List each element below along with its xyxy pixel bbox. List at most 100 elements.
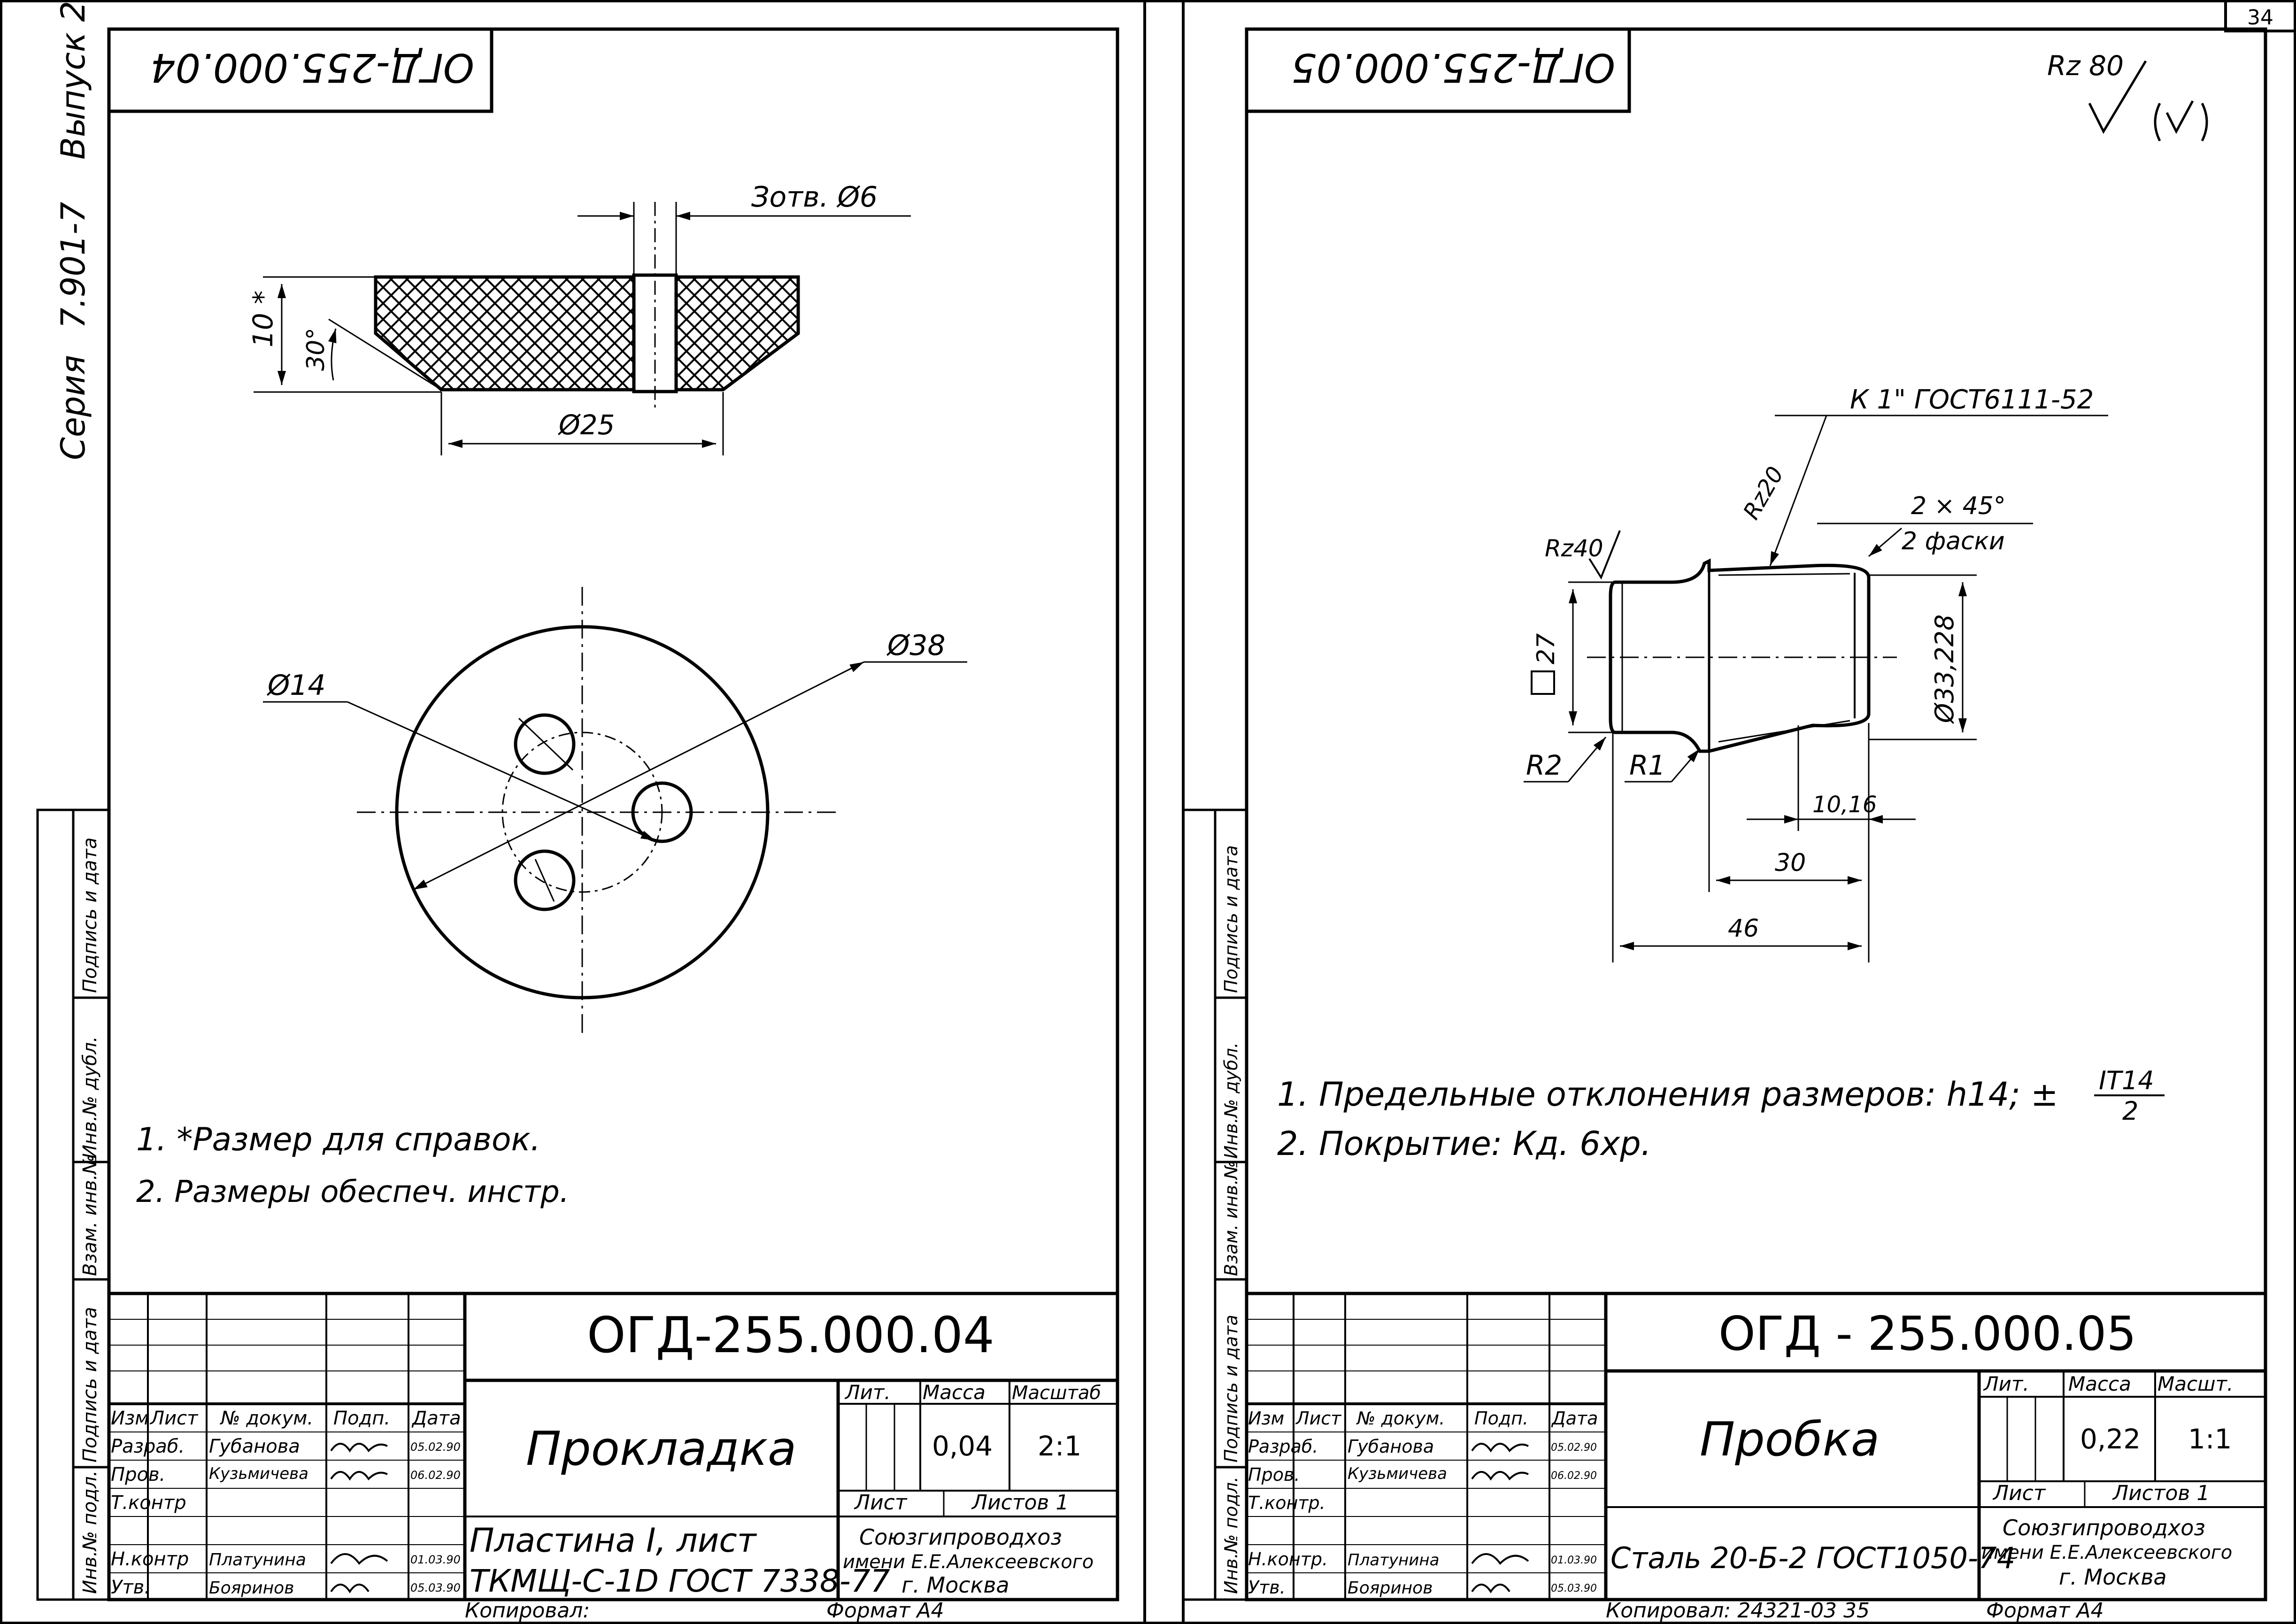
r1-label: R1	[1629, 749, 1665, 781]
stamp-n-nkontr: Платунина	[209, 1550, 306, 1570]
right-side-strip: Инв.№ подл. Подпись и дата Взам. инв.№ И…	[1182, 808, 1248, 1601]
height-dim-label: 10 *	[247, 291, 279, 347]
side-series-number: 7.901-7	[54, 202, 92, 329]
rz40-label: Rz40	[1545, 535, 1603, 562]
left-material-1: Пластина I, лист	[470, 1521, 757, 1560]
right-note-2: 2. Покрытие: Кд. 6хр.	[1277, 1124, 1651, 1163]
r2-label: R2	[1526, 749, 1562, 781]
left-scale-value: 2:1	[1038, 1430, 1081, 1462]
hole-dim-label: Зотв. Ø6	[751, 181, 878, 214]
stamp-h-list: Лист	[149, 1408, 199, 1429]
stamp-d-prov-r: 06.02.90	[1551, 1470, 1597, 1482]
left-side-strip: Серия 7.901-7 Выпуск 2 Инв.№ подл. Подпи…	[36, 1, 110, 1601]
right-rotated-code: ОГД-255.000.05	[1291, 45, 1615, 91]
left-lit-label: Лит.	[844, 1381, 891, 1404]
d25-dim-label: Ø25	[558, 409, 615, 441]
side-podp-data-2: Подпись и дата	[79, 838, 101, 993]
side-inv-dubl: Инв.№ дубл.	[79, 1036, 101, 1159]
stamp-n-utv-r: Бояринов	[1348, 1578, 1433, 1598]
stamp-r-razrab-r: Разраб.	[1248, 1436, 1318, 1457]
left-stamp-title: Прокладка	[526, 1421, 796, 1476]
right-stamp-code: ОГД - 255.000.05	[1718, 1306, 2136, 1361]
side-series: Серия	[54, 355, 92, 460]
l46-label: 46	[1728, 915, 1759, 943]
side-inv-podl: Инв.№ подл.	[79, 1470, 101, 1594]
square-icon	[1531, 670, 1555, 695]
stamp-r-utv-r: Утв.	[1248, 1577, 1286, 1598]
side-inv-dubl-r: Инв.№ дубл.	[1221, 1042, 1241, 1159]
page-number-box	[2224, 0, 2296, 32]
stamp-d-utv-r: 05.03.90	[1551, 1583, 1597, 1594]
left-rotated-code: ОГД-255.000.04	[150, 45, 474, 91]
left-org-2: имени Е.Е.Алексеевского	[843, 1551, 1094, 1573]
stamp-r-prov-r: Пров.	[1248, 1464, 1300, 1485]
stamp-d-utv: 05.03.90	[410, 1581, 461, 1594]
stamp-n-prov-r: Кузьмичева	[1348, 1464, 1447, 1483]
stamp-r-nkontr-r: Н.контр.	[1248, 1549, 1328, 1570]
page-number: 34	[2247, 6, 2273, 30]
chamfer-label-2: 2 фаски	[1902, 527, 2005, 555]
stamp-h-izm-r: Изм	[1248, 1408, 1284, 1429]
left-copied-label: Копировал:	[465, 1599, 590, 1623]
left-note-2: 2. Размеры обеспеч. инстр.	[136, 1175, 569, 1209]
side-issue: Выпуск 2	[54, 1, 92, 160]
stamp-r-nkontr: Н.контр	[111, 1548, 189, 1570]
stamp-h-doc: № докум.	[220, 1408, 313, 1429]
d38-dim-label: Ø38	[886, 629, 946, 662]
left-frame	[107, 27, 1119, 1601]
rz20-label: Rz20	[1738, 462, 1789, 524]
left-sheet-label: Лист	[854, 1491, 908, 1515]
left-scale-label: Масштаб	[1012, 1382, 1101, 1404]
stamp-n-prov: Кузьмичева	[209, 1464, 308, 1483]
stamp-n-utv: Бояринов	[209, 1578, 294, 1598]
right-copied-label: Копировал: 24321-03 35	[1606, 1599, 1870, 1623]
right-format-label: Формат А4	[1986, 1599, 2104, 1623]
side-podp-data: Подпись и дата	[79, 1307, 101, 1462]
left-org-3: г. Москва	[901, 1572, 1009, 1598]
chamfer-label-1: 2 × 45°	[1911, 492, 2006, 520]
plug-view: К 1" ГОСТ6111-52 Rz20 Rz40 2 × 45° 2 фас…	[1524, 385, 2108, 962]
right-note-frac-den: 2	[2122, 1096, 2138, 1126]
l30-label: 30	[1775, 849, 1806, 877]
side-vzam-r: Взам. инв.№	[1221, 1161, 1241, 1276]
angle-dim-label: 30°	[302, 328, 330, 371]
stamp-r-utv: Утв.	[111, 1577, 150, 1598]
side-vzam: Взам. инв.№	[79, 1155, 101, 1276]
right-mass-value: 0,22	[2080, 1423, 2141, 1455]
left-code-box	[107, 27, 493, 113]
gasket-plan-view: Ø14 Ø38	[263, 587, 967, 1033]
side-podp-data-r: Подпись и дата	[1221, 1315, 1241, 1462]
stamp-r-tkontr-r: Т.контр.	[1248, 1493, 1325, 1513]
right-mass-label: Масса	[2068, 1372, 2131, 1395]
left-org-1: Союзгипроводхоз	[859, 1524, 1062, 1550]
stamp-d-razrab: 05.02.90	[410, 1440, 461, 1454]
sq27-label: 27	[1532, 633, 1560, 664]
roughness-symbol: Rz 80	[2047, 50, 2208, 142]
right-note-1: 1. Предельные отклонения размеров: h14; …	[1277, 1075, 2058, 1114]
stamp-r-tkontr: Т.контр	[111, 1492, 186, 1514]
stamp-h-date-r: Дата	[1551, 1408, 1598, 1429]
signature	[330, 1553, 388, 1565]
signature	[1471, 1553, 1529, 1565]
stamp-n-razrab-r: Губанова	[1348, 1436, 1434, 1457]
thread-label: К 1" ГОСТ6111-52	[1850, 385, 2094, 415]
stamp-d-nkontr: 01.03.90	[410, 1553, 461, 1566]
right-org-1: Союзгипроводхоз	[2003, 1515, 2205, 1540]
stamp-n-nkontr-r: Платунина	[1348, 1551, 1439, 1570]
stamp-n-razrab: Губанова	[209, 1436, 300, 1457]
left-format-label: Формат А4	[826, 1599, 944, 1623]
stamp-h-sign-r: Подп.	[1474, 1408, 1528, 1429]
side-inv-podl-r: Инв.№ подл.	[1221, 1477, 1241, 1594]
left-title-block: Изм Лист № докум. Подп. Дата Разраб. Губ…	[109, 1292, 1117, 1600]
stamp-r-prov: Пров.	[111, 1464, 165, 1485]
roughness-main-label: Rz 80	[2047, 50, 2124, 82]
left-stamp-code: ОГД-255.000.04	[587, 1307, 994, 1364]
gasket-section-view: Зотв. Ø6 10 * 30° Ø25	[247, 181, 911, 455]
right-stamp-title: Пробка	[1700, 1412, 1880, 1467]
signature	[330, 1584, 370, 1593]
side-podp-data-r2: Подпись и дата	[1221, 845, 1241, 993]
left-mass-label: Масса	[923, 1381, 986, 1404]
left-note-1: 1. *Размер для справок.	[136, 1121, 540, 1158]
